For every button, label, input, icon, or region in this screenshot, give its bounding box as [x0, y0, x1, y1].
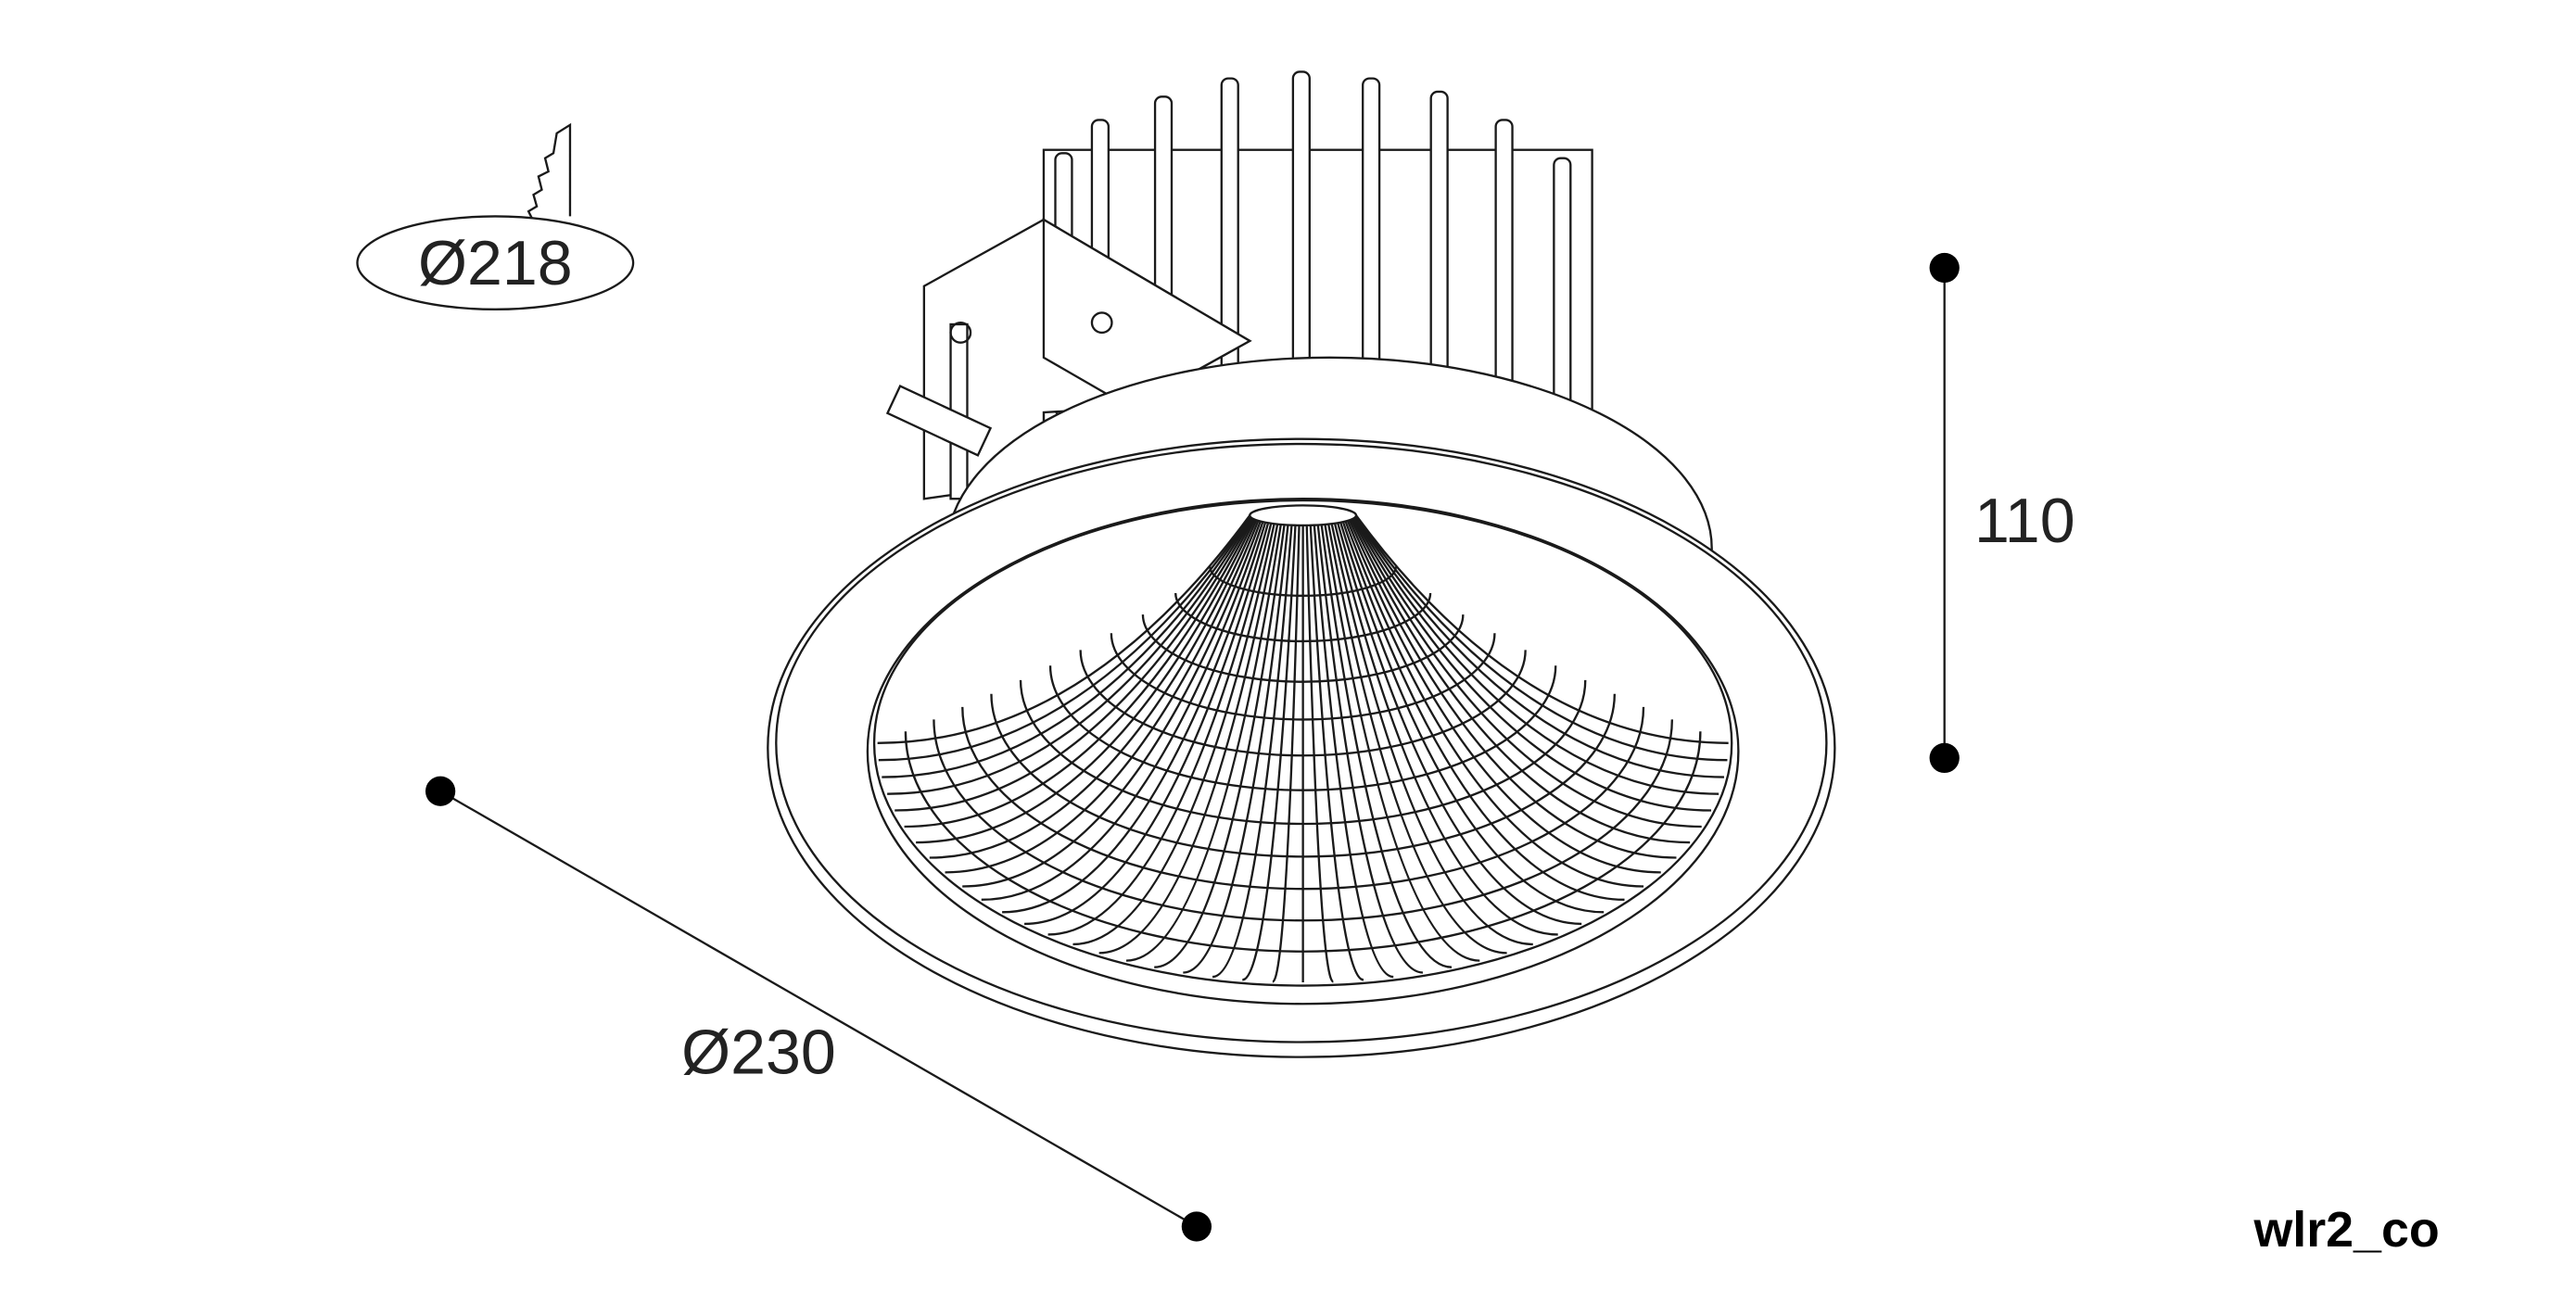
mounting-bracket: [885, 217, 1252, 500]
reflector-facet-line: [1337, 522, 1582, 926]
reflector-facet-line: [1352, 517, 1712, 812]
reflector-facet-line: [1024, 522, 1270, 926]
reflector-facet-arc: [1141, 614, 1465, 683]
reflector-facet-line: [1324, 524, 1480, 962]
reflector-facet-line: [887, 516, 1252, 795]
reflector-facet-line: [904, 518, 1254, 828]
reflector-facet-arc: [961, 706, 1645, 891]
height-label: 110: [1974, 486, 2075, 556]
reflector-facet-line: [916, 519, 1256, 844]
reflector-facet-line: [1355, 514, 1729, 744]
reflector-facet-line: [1348, 519, 1677, 859]
reflector-facet-line: [1072, 523, 1275, 946]
reflector-facet-line: [929, 519, 1258, 859]
heat-sink-fin: [1553, 157, 1572, 417]
luminaire: [767, 70, 1836, 1058]
dimension-dot-icon: [1929, 252, 1960, 284]
reflector-facet-line: [1002, 522, 1267, 914]
reflector-facet-line: [878, 515, 1251, 762]
height-dimension: 110: [1929, 252, 2075, 774]
reflector-facet-arc: [1174, 592, 1432, 642]
dimension-dot-icon: [1929, 742, 1960, 774]
cutout-diameter-label: Ø218: [418, 228, 573, 298]
diameter-label: Ø230: [681, 1018, 836, 1088]
reflector-facet-line: [1351, 518, 1702, 828]
reflector-facet-arc: [1209, 566, 1398, 597]
reflector-facet-line: [1350, 519, 1691, 844]
reflector-facet-arc: [1019, 679, 1587, 826]
ceiling-cutout-icon: Ø218: [356, 122, 635, 310]
reflector-facet-line: [1047, 523, 1273, 936]
reflector-facet-line: [882, 516, 1251, 778]
reflector-facet-arc: [904, 731, 1702, 953]
reflector-facet-arc: [933, 719, 1674, 921]
reflector-facet-line: [1333, 523, 1558, 936]
reflector-facet-line: [1353, 516, 1719, 795]
reflector-facet-arc: [1110, 633, 1496, 721]
reflector-top: [1249, 504, 1358, 527]
product-code: wlr2_co: [2252, 1202, 2439, 1258]
reflector-grid: [877, 504, 1729, 983]
dimension-dot-icon: [1181, 1211, 1212, 1242]
diameter-dimension: Ø230: [425, 776, 1212, 1242]
heat-sink-fin: [1494, 119, 1514, 417]
reflector-facet-line: [877, 514, 1251, 744]
reflector-facet-arc: [1079, 650, 1527, 757]
dimension-dot-icon: [425, 776, 456, 806]
reflector-facet-arc: [990, 693, 1616, 858]
reflector-facet-line: [1341, 521, 1625, 902]
reflector-facet-line: [895, 517, 1253, 812]
reflector-facet-line: [1330, 523, 1533, 946]
reflector-facet-arc: [1048, 665, 1557, 791]
reflector-facet-line: [981, 521, 1264, 902]
reflector-facet-line: [1354, 516, 1724, 778]
reflector-facet-line: [1125, 524, 1282, 962]
reflector-facet-line: [1354, 515, 1728, 762]
reflector-facet-line: [1339, 522, 1605, 914]
